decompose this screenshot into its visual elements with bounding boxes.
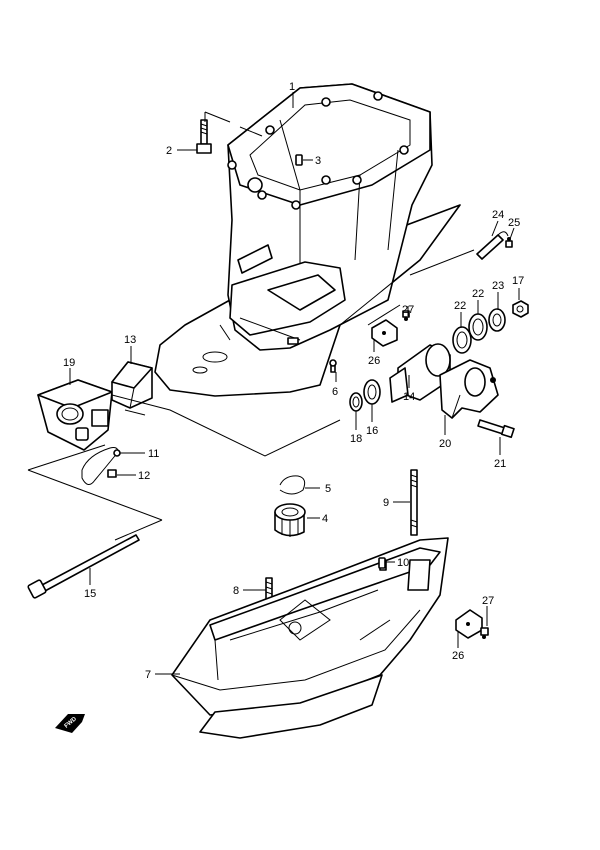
callout-7: 7 xyxy=(145,669,151,681)
washer-23 xyxy=(488,308,506,332)
plate-26b xyxy=(455,609,483,639)
callout-20: 20 xyxy=(439,438,451,450)
bolt-21 xyxy=(477,419,515,439)
clip-ring-5 xyxy=(279,475,306,495)
callout-5: 5 xyxy=(325,483,331,495)
callout-14: 14 xyxy=(403,391,415,403)
wire-clip-11 xyxy=(81,447,121,485)
callout-26b: 26 xyxy=(452,650,464,662)
callout-19: 19 xyxy=(63,357,75,369)
screw-27a xyxy=(402,310,410,321)
callout-11: 11 xyxy=(148,448,159,460)
callout-12: 12 xyxy=(138,470,150,482)
callout-labels: 1 2 3 4 5 6 7 8 9 10 11 12 13 14 15 16 1… xyxy=(63,81,524,681)
callout-8: 8 xyxy=(233,585,239,597)
callout-1: 1 xyxy=(289,81,295,93)
callout-4: 4 xyxy=(322,513,328,525)
callout-23: 23 xyxy=(492,280,504,292)
callout-24: 24 xyxy=(492,209,504,221)
bushing-4 xyxy=(274,503,306,537)
callout-6: 6 xyxy=(332,386,338,398)
callout-2: 2 xyxy=(166,145,172,157)
callout-9: 9 xyxy=(383,497,389,509)
callout-3: 3 xyxy=(315,155,321,167)
callout-17: 17 xyxy=(512,275,524,287)
shim-22a xyxy=(452,326,472,354)
shim-22b xyxy=(468,313,488,341)
callout-27b: 27 xyxy=(482,595,494,607)
bolt-15 xyxy=(27,534,140,599)
stud-9 xyxy=(410,469,418,536)
callout-27a: 27 xyxy=(402,304,414,316)
lower-housing-7 xyxy=(171,537,449,739)
plate-26a xyxy=(371,319,398,347)
assembly-guide-lines xyxy=(27,111,475,541)
callout-16: 16 xyxy=(366,425,378,437)
washer-18 xyxy=(349,392,363,412)
dowel-pin-10 xyxy=(378,557,386,569)
callout-22b: 22 xyxy=(472,288,484,300)
callout-18: 18 xyxy=(350,433,362,445)
nut-17 xyxy=(512,300,529,318)
callout-13: 13 xyxy=(124,334,136,346)
bracket-13 xyxy=(111,361,153,409)
washer-16 xyxy=(363,379,381,405)
callout-15: 15 xyxy=(84,588,96,600)
clamp-housing-20 xyxy=(439,359,499,419)
dowel-pin-3 xyxy=(295,154,303,166)
driveshaft-housing xyxy=(154,83,461,397)
callout-21: 21 xyxy=(494,458,506,470)
screw-25 xyxy=(505,237,513,248)
callout-26a: 26 xyxy=(368,355,380,367)
clamp-bracket-19 xyxy=(37,379,113,451)
callout-10: 10 xyxy=(397,557,409,569)
callout-25: 25 xyxy=(508,217,520,229)
screw-6 xyxy=(329,359,337,373)
screw-27b xyxy=(480,627,489,639)
callout-22a: 22 xyxy=(454,300,466,312)
fwd-direction-arrow: FWD xyxy=(55,714,85,733)
callout-leaders xyxy=(69,92,520,675)
bolt-2 xyxy=(196,119,212,154)
nut-12 xyxy=(107,469,117,478)
bushing-14 xyxy=(389,343,451,403)
latch-24 xyxy=(476,231,509,260)
